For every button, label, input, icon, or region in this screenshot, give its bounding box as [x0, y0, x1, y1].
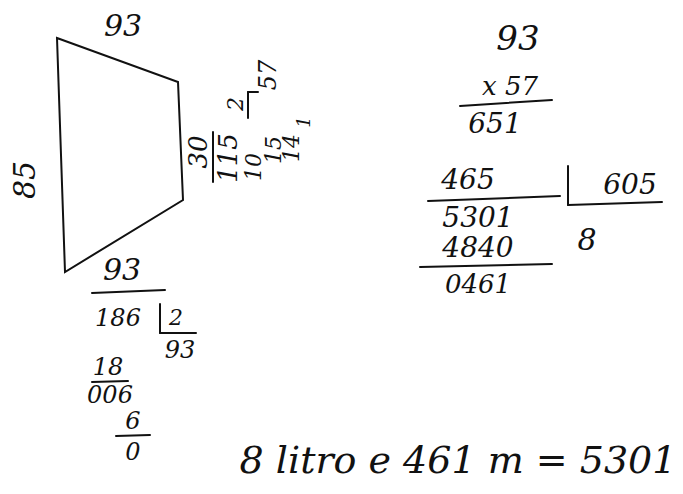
handwritten-number: 2 — [169, 307, 183, 329]
handwritten-number: 651 — [468, 110, 521, 138]
handwritten-number: 8 — [577, 225, 596, 255]
handwritten-number: 1 — [295, 116, 313, 127]
division-bracket — [248, 91, 258, 93]
subtraction-line — [116, 435, 150, 436]
handwritten-number: 465 — [441, 166, 494, 194]
handwritten-number: 93 — [165, 338, 196, 362]
handwritten-number: 93 — [104, 11, 142, 41]
sum-line — [428, 196, 560, 201]
handwritten-number: 605 — [603, 171, 656, 199]
handwritten-number: 93 — [103, 255, 141, 285]
handwritten-number: 115 — [215, 133, 241, 183]
handwritten-number: 18 — [93, 355, 124, 379]
handwritten-number: 5301 — [442, 204, 513, 232]
handwritten-number: 57 — [256, 60, 280, 91]
division-bracket — [568, 202, 662, 205]
handwritten-number: 10 — [243, 153, 265, 181]
handwritten-number: 4840 — [442, 234, 513, 262]
handwritten-number: 30 — [185, 135, 211, 168]
division-bracket — [567, 166, 569, 205]
division-line — [212, 132, 214, 182]
answer-note: 8 litro e 461 m = 5301 — [240, 441, 677, 479]
handwritten-number: 0 — [125, 440, 140, 464]
subtraction-line — [92, 381, 128, 382]
division-bracket — [247, 92, 249, 118]
division-bracket — [160, 332, 196, 334]
division-bracket — [159, 304, 161, 333]
handwritten-number: 14 — [281, 134, 303, 162]
handwritten-number: 6 — [125, 409, 140, 433]
handwritten-number: 85 — [10, 161, 40, 199]
handwritten-number: 0461 — [445, 271, 511, 297]
handwritten-number: 006 — [87, 383, 133, 407]
handwritten-number: 2 — [225, 97, 247, 111]
subtraction-line — [420, 264, 552, 267]
handwritten-number: 186 — [95, 306, 141, 330]
multiplication-line — [460, 100, 552, 106]
trapezoid-shape — [57, 38, 183, 272]
handwritten-number: 93 — [496, 21, 539, 55]
handwritten-number: x 57 — [482, 73, 538, 99]
sum-line — [92, 290, 165, 293]
